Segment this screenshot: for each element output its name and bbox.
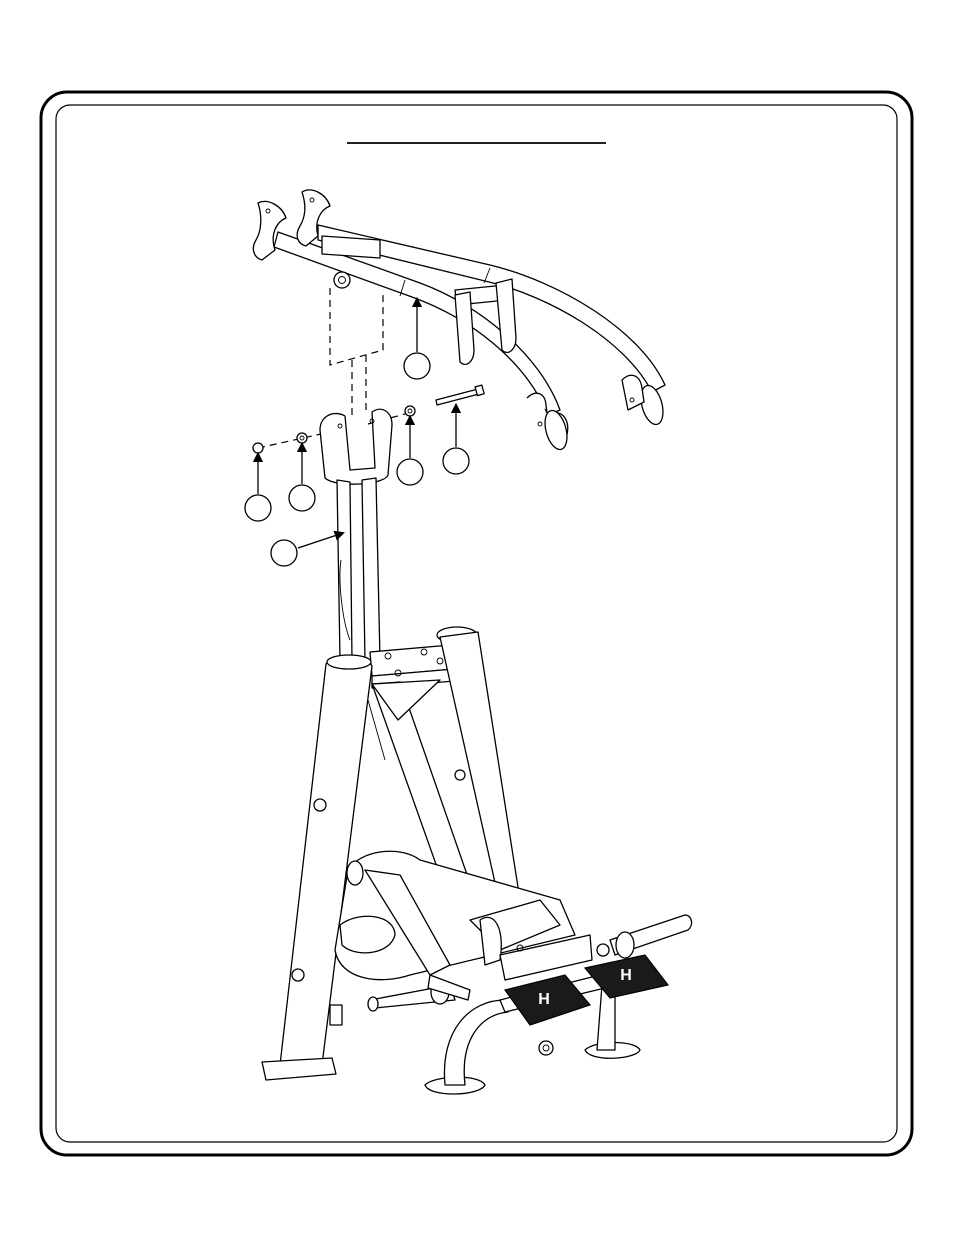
nut-icon: [253, 443, 263, 453]
bolt-icon: [436, 389, 479, 405]
outer-border: [41, 92, 912, 1155]
upright-mast: [320, 409, 392, 662]
callout-part-b: [245, 495, 271, 521]
hardware-set: [253, 385, 484, 453]
leader-lines: [258, 302, 456, 548]
callout-part-f: [271, 540, 297, 566]
main-frame: [262, 627, 640, 1094]
washer-icon: [405, 406, 415, 416]
callout-part-c: [289, 485, 315, 511]
washer-icon: [297, 433, 307, 443]
upright-insert-outline: [330, 288, 383, 365]
pedal-logo-icon: H: [538, 991, 550, 1008]
callout-part-a: [404, 353, 430, 379]
pedal-logo-icon: H: [620, 967, 632, 984]
callout-part-d: [397, 459, 423, 485]
top-handle-assembly: [253, 190, 667, 452]
callout-part-e: [443, 448, 469, 474]
inner-border: [56, 105, 897, 1142]
